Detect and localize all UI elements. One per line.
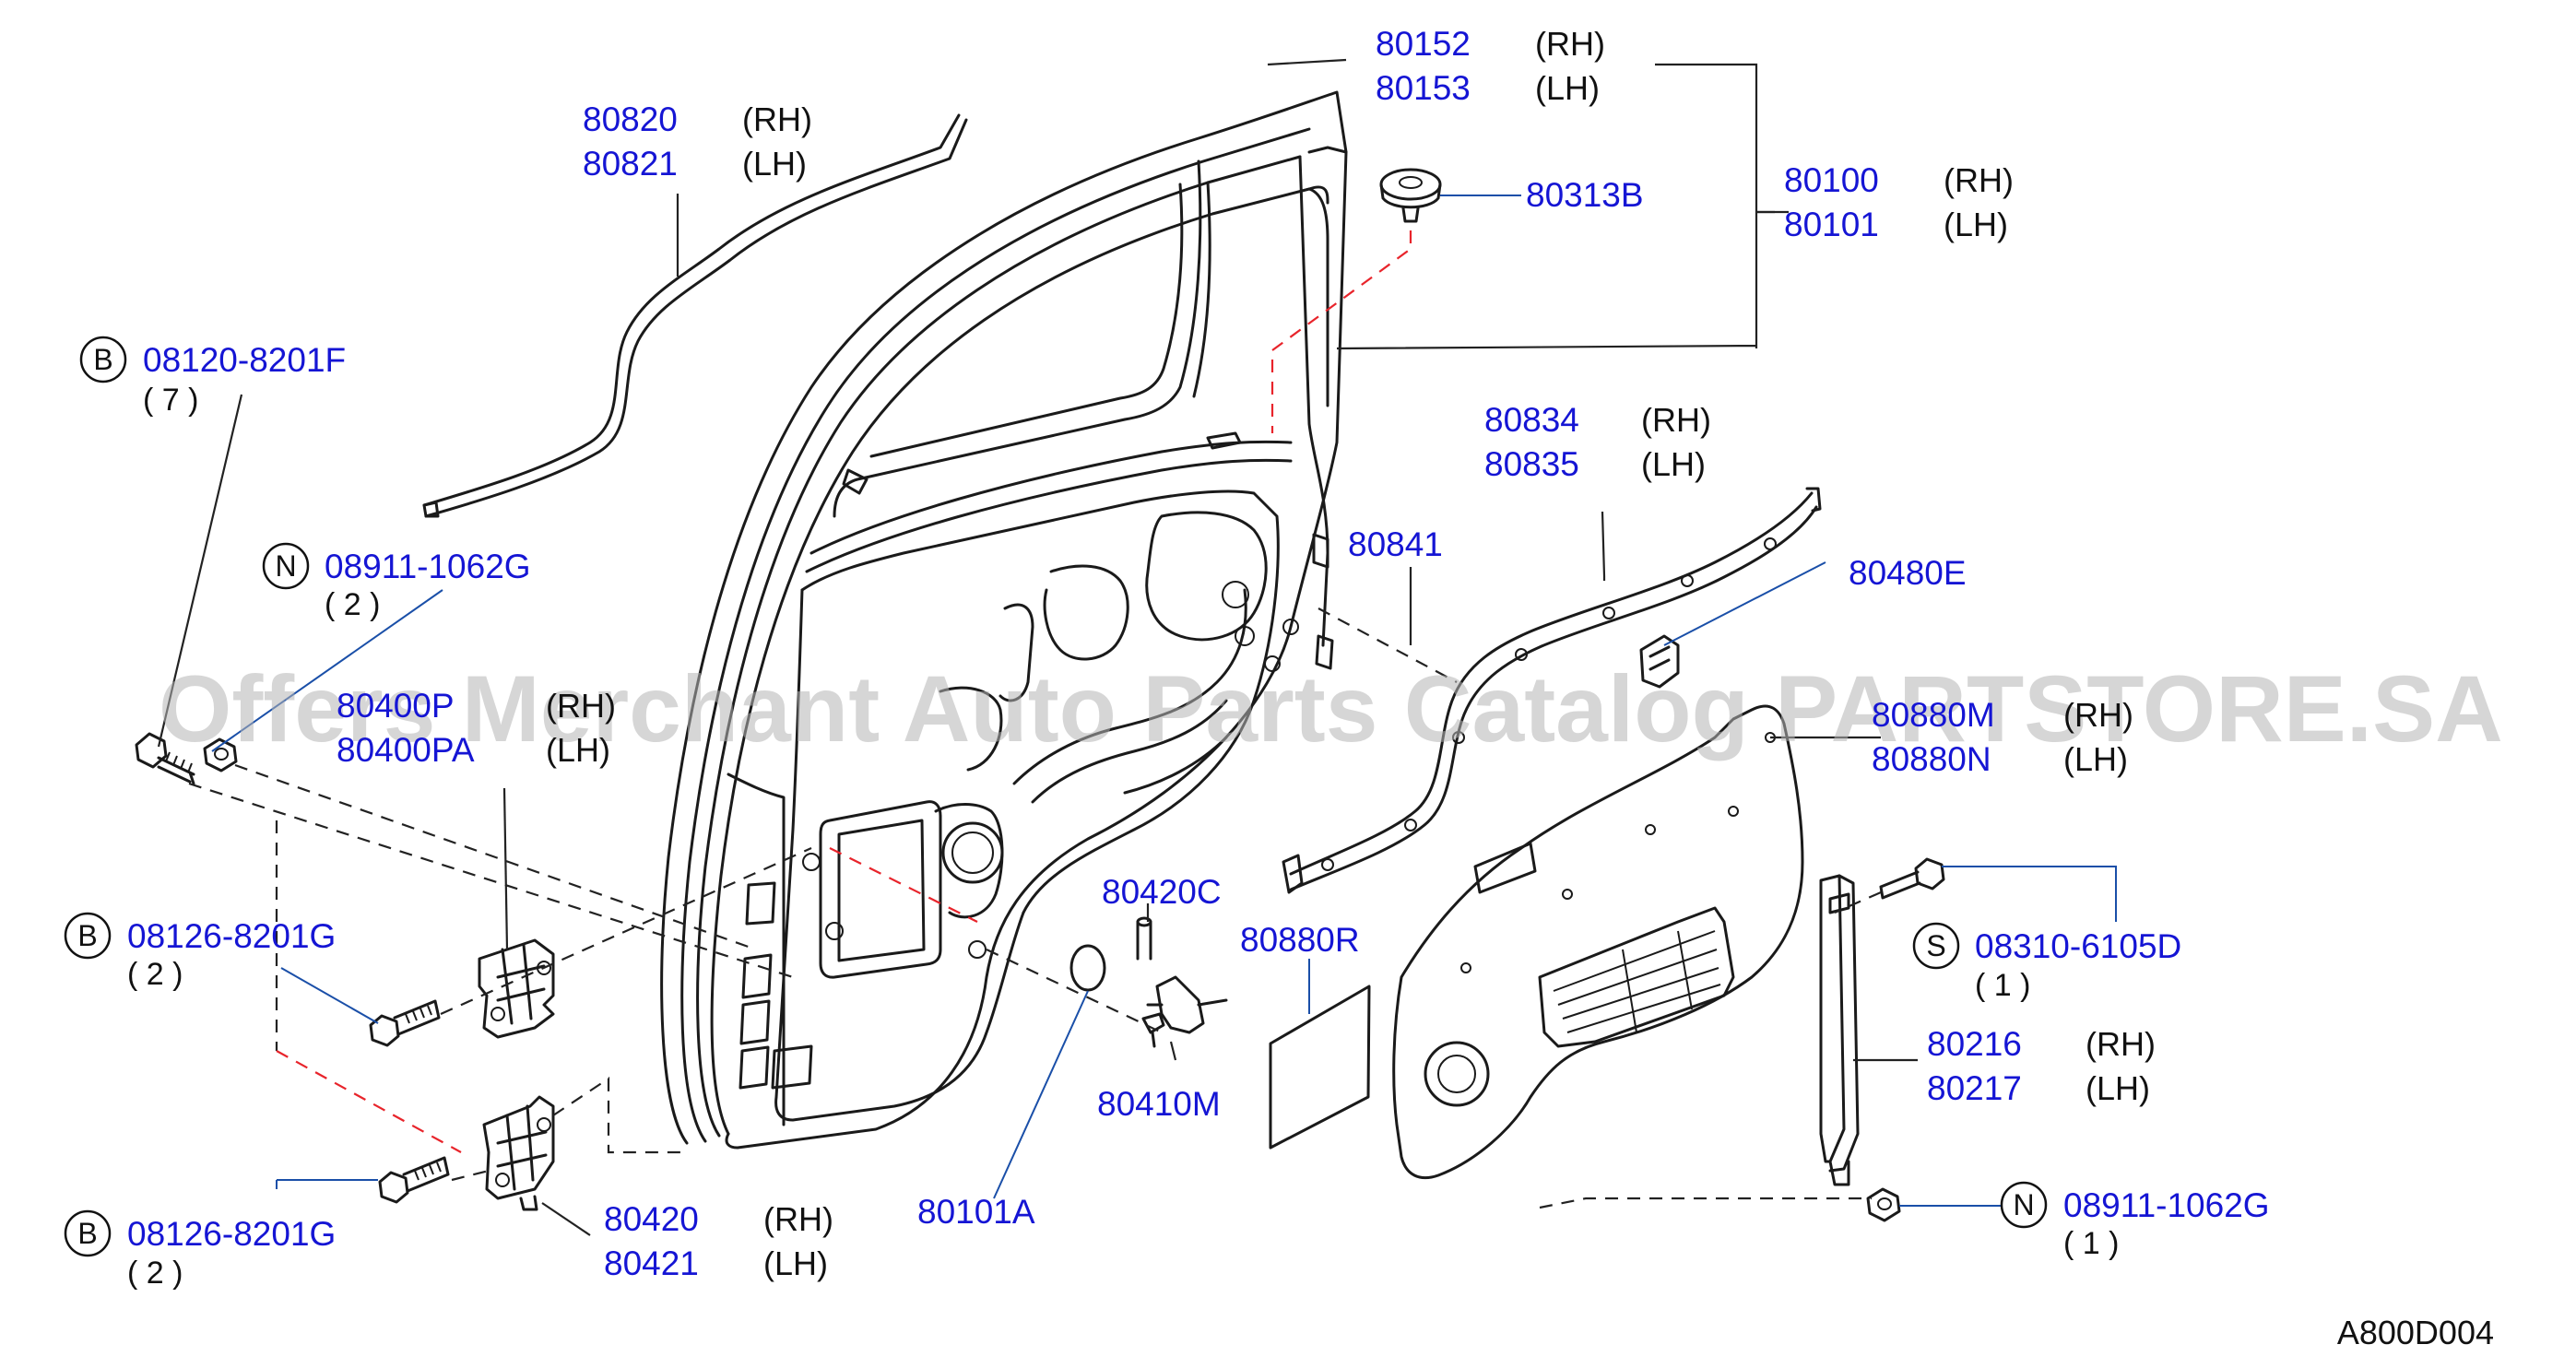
side-label: (LH) [1535, 69, 1600, 107]
marker-circle [64, 1209, 112, 1257]
side-label: (LH) [2063, 740, 2128, 778]
part-number: 80217 [1927, 1069, 2022, 1107]
part-number: 80100 [1784, 161, 1879, 199]
part-number: 08911-1062G [325, 548, 531, 585]
side-label: (RH) [763, 1200, 833, 1238]
part-number: 08310-6105D [1975, 927, 2181, 965]
part-number: 80420 [604, 1200, 699, 1238]
quantity: ( 1 ) [2063, 1226, 2119, 1261]
part-number: 80821 [583, 145, 678, 183]
bolt-08126-upper [369, 999, 441, 1047]
part-number: 08120-8201F [143, 341, 346, 379]
marker-circle [79, 336, 127, 383]
bolt-08126-lower [378, 1156, 450, 1204]
part-number: 80480E [1849, 554, 1967, 592]
part-number: 80835 [1484, 445, 1579, 483]
check-link-80410M [1136, 916, 1228, 1048]
marker-letter: B [93, 343, 112, 376]
clip-80480E [1639, 634, 1680, 689]
side-label: (RH) [1535, 25, 1605, 63]
side-label: (RH) [2086, 1025, 2156, 1063]
side-label: (LH) [763, 1244, 828, 1282]
callouts: 80152 (RH) 80153 (LH) 80820 (RH) 80821 (… [64, 25, 2270, 1291]
hinge-80420 [482, 1095, 555, 1211]
part-number: 08911-1062G [2063, 1186, 2270, 1224]
bolt-08120 [135, 732, 195, 785]
sealing-screen-80880R [1269, 985, 1371, 1150]
hinge-80400P [478, 938, 555, 1039]
diagram-code: A800D004 [2337, 1314, 2494, 1351]
marker-letter: N [275, 549, 296, 583]
marker-letter: B [77, 919, 97, 952]
part-number: 80841 [1348, 525, 1443, 563]
marker-circle [1912, 922, 1960, 970]
part-number: 80400P [337, 687, 455, 725]
side-label: (LH) [546, 731, 610, 769]
door-shell [660, 90, 1348, 1150]
leader-lines [157, 58, 2117, 1236]
marker-circle [64, 912, 112, 960]
marker-letter: S [1926, 929, 1945, 962]
part-number: 80101A [917, 1193, 1035, 1231]
marker-letter: N [2013, 1188, 2034, 1221]
quantity: ( 2 ) [325, 587, 380, 622]
side-label: (LH) [2086, 1069, 2150, 1107]
side-label: (LH) [1641, 445, 1706, 483]
part-number: 80101 [1784, 206, 1879, 243]
part-number: 80313B [1526, 176, 1644, 214]
part-number: 80400PA [337, 731, 475, 769]
quantity: ( 7 ) [143, 383, 198, 418]
part-number: 80880R [1240, 921, 1360, 959]
part-number: 80421 [604, 1244, 699, 1282]
marker-letter: B [77, 1217, 97, 1250]
guide-80216 [1819, 874, 1860, 1186]
side-label: (RH) [1944, 161, 2014, 199]
side-label: (LH) [742, 145, 807, 183]
side-label: (RH) [1641, 401, 1711, 439]
part-number: 08126-8201G [127, 917, 336, 955]
part-number: 80216 [1927, 1025, 2022, 1063]
side-label: (RH) [2063, 696, 2133, 734]
quantity: ( 2 ) [127, 1256, 183, 1291]
marker-circle [262, 542, 310, 590]
plug-80101A [1069, 944, 1106, 992]
side-label: (RH) [742, 100, 812, 138]
watermark: Offers Merchant Auto Parts Catalog PARTS… [159, 656, 2503, 761]
part-number: 80880N [1872, 740, 1991, 778]
quantity: ( 2 ) [127, 957, 183, 992]
part-number: 08126-8201G [127, 1215, 336, 1253]
part-number: 80153 [1376, 69, 1471, 107]
part-number: 80834 [1484, 401, 1579, 439]
nut-08911-2 [203, 737, 238, 772]
side-label: (LH) [1944, 206, 2008, 243]
assembly-lines [188, 230, 1882, 1209]
bolt-08310 [1879, 857, 1945, 900]
marker-circle [2000, 1181, 2048, 1229]
trim-panel-80880M [1392, 704, 1804, 1180]
part-number: 80152 [1376, 25, 1471, 63]
part-number: 80420C [1102, 873, 1222, 911]
nut-08911-1 [1866, 1187, 1901, 1222]
side-label: (RH) [546, 687, 616, 725]
part-number: 80410M [1097, 1085, 1221, 1123]
weatherstrip-80820 [422, 113, 968, 518]
grommet-80313B [1379, 168, 1442, 223]
part-number: 80820 [583, 100, 678, 138]
quantity: ( 1 ) [1975, 968, 2030, 1003]
part-number: 80880M [1872, 696, 1995, 734]
guide-rail-80834 [1282, 487, 1822, 894]
